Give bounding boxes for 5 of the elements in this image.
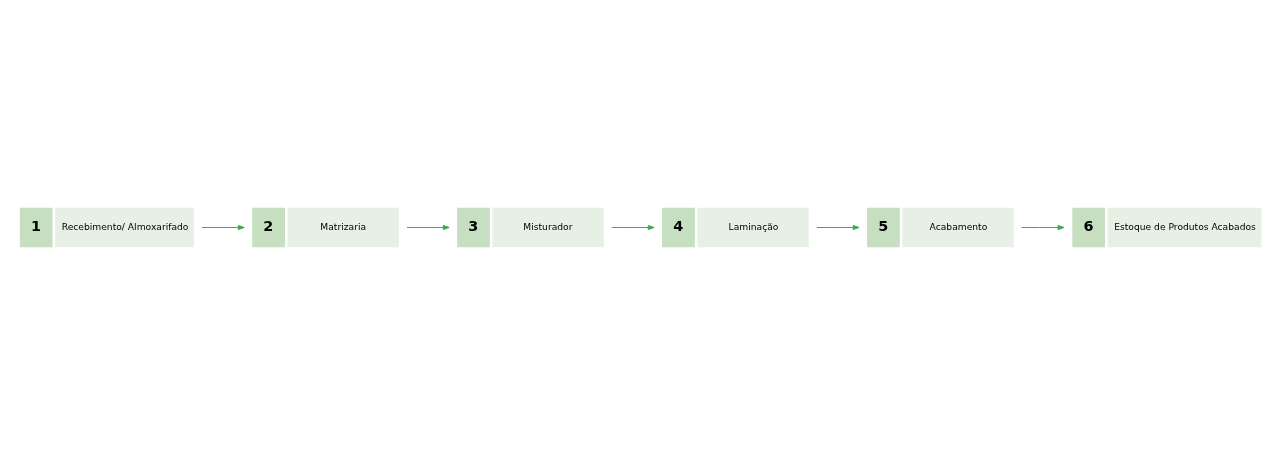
- arrow: [201, 224, 245, 230]
- arrow: [406, 224, 450, 230]
- arrow: [816, 224, 860, 230]
- arrow: [1021, 224, 1065, 230]
- arrow: [611, 224, 655, 230]
